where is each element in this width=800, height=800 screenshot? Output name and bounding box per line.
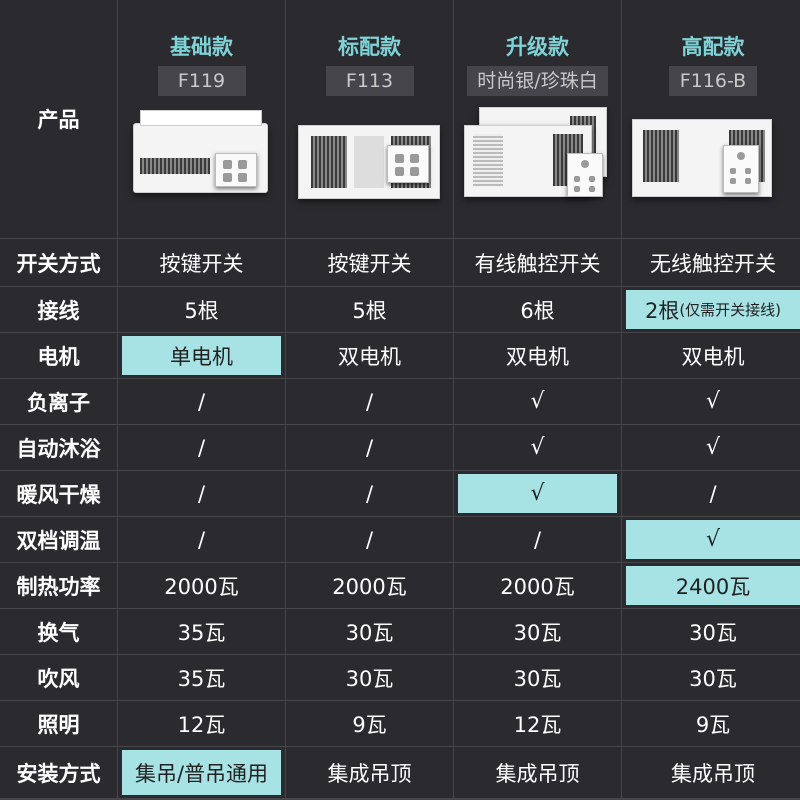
cell-heat-power-highlight: 2400瓦	[622, 563, 800, 608]
wiring-value: 2根	[644, 298, 680, 323]
cell-blow: 35瓦	[118, 655, 285, 700]
cell-ventilation: 35瓦	[118, 609, 285, 654]
cell-ventilation: 30瓦	[286, 609, 453, 654]
row-label-warm-dry: 暖风干燥	[0, 471, 117, 516]
cell-blow: 30瓦	[286, 655, 453, 700]
row-label-anion: 负离子	[0, 379, 117, 424]
highlight-bg	[122, 336, 281, 375]
model-name: 标配款	[338, 35, 401, 59]
row-label-dual-temp: 双档调温	[0, 517, 117, 562]
cell-lighting: 12瓦	[454, 701, 621, 746]
cell-install: 集成吊顶	[622, 747, 800, 798]
cell-warm-dry-highlight: √	[454, 471, 621, 516]
model-name: 高配款	[681, 35, 745, 59]
cell-motor: 双电机	[454, 333, 621, 378]
model-column-2: 标配款 F113	[286, 0, 453, 238]
cell-anion: /	[286, 379, 453, 424]
install-value: 集吊/普吊通用	[134, 761, 269, 786]
cell-install-highlight: 集吊/普吊通用	[118, 747, 285, 798]
row-label-switch: 开关方式	[0, 239, 117, 286]
cell-warm-dry: /	[118, 471, 285, 516]
cell-anion: /	[118, 379, 285, 424]
product-image-f113	[286, 105, 453, 215]
cell-auto-bath: √	[622, 425, 800, 470]
motor-value: 单电机	[170, 344, 233, 369]
model-code: F119	[157, 66, 246, 96]
cell-motor: 双电机	[286, 333, 453, 378]
cell-auto-bath: /	[118, 425, 285, 470]
row-label-heat-power: 制热功率	[0, 563, 117, 608]
cell-dual-temp: /	[454, 517, 621, 562]
product-image-f119	[118, 105, 285, 215]
cell-lighting: 9瓦	[622, 701, 800, 746]
row-label-product: 产品	[0, 0, 117, 238]
model-column-4: 高配款 F116-B	[622, 0, 800, 238]
warm-dry-value: √	[530, 481, 545, 506]
row-label-motor: 电机	[0, 333, 117, 378]
cell-anion: √	[454, 379, 621, 424]
cell-heat-power: 2000瓦	[286, 563, 453, 608]
row-label-wiring: 接线	[0, 287, 117, 332]
model-column-3: 升级款 时尚银/珍珠白	[454, 0, 621, 238]
dual-temp-value: √	[705, 527, 721, 552]
cell-blow: 30瓦	[622, 655, 800, 700]
cell-switch: 无线触控开关	[622, 239, 800, 286]
cell-install: 集成吊顶	[286, 747, 453, 798]
cell-ventilation: 30瓦	[622, 609, 800, 654]
wiring-note: (仅需开关接线)	[679, 301, 782, 319]
cell-dual-temp: /	[118, 517, 285, 562]
row-label-ventilation: 换气	[0, 609, 117, 654]
cell-switch: 按键开关	[286, 239, 453, 286]
cell-warm-dry: /	[622, 471, 800, 516]
cell-warm-dry: /	[286, 471, 453, 516]
cell-wiring: 5根	[286, 287, 453, 332]
model-code: F113	[325, 66, 414, 96]
highlight-bg	[626, 566, 800, 605]
model-name: 升级款	[506, 35, 569, 59]
cell-lighting: 9瓦	[286, 701, 453, 746]
cell-motor: 双电机	[622, 333, 800, 378]
cell-heat-power: 2000瓦	[454, 563, 621, 608]
model-name: 基础款	[170, 35, 233, 59]
highlight-bg	[122, 750, 281, 795]
highlight-bg	[458, 474, 617, 513]
cell-install: 集成吊顶	[454, 747, 621, 798]
cell-wiring: 5根	[118, 287, 285, 332]
heat-power-value: 2400瓦	[675, 574, 751, 599]
cell-lighting: 12瓦	[118, 701, 285, 746]
product-image-f116b	[622, 105, 800, 215]
highlight-bg	[626, 290, 800, 329]
row-label-install: 安装方式	[0, 747, 117, 798]
cell-dual-temp-highlight: √	[622, 517, 800, 562]
highlight-bg	[626, 520, 800, 559]
product-image-upgrade	[454, 105, 621, 215]
cell-motor-highlight: 单电机	[118, 333, 285, 378]
cell-wiring: 6根	[454, 287, 621, 332]
cell-anion: √	[622, 379, 800, 424]
row-label-auto-bath: 自动沐浴	[0, 425, 117, 470]
model-code: 时尚银/珍珠白	[467, 66, 608, 96]
cell-auto-bath: /	[286, 425, 453, 470]
model-column-1: 基础款 F119	[118, 0, 285, 238]
cell-auto-bath: √	[454, 425, 621, 470]
cell-switch: 有线触控开关	[454, 239, 621, 286]
cell-ventilation: 30瓦	[454, 609, 621, 654]
row-label-lighting: 照明	[0, 701, 117, 746]
cell-blow: 30瓦	[454, 655, 621, 700]
model-code: F116-B	[669, 66, 757, 96]
cell-dual-temp: /	[286, 517, 453, 562]
row-label-blow: 吹风	[0, 655, 117, 700]
cell-switch: 按键开关	[118, 239, 285, 286]
cell-wiring-highlight: 2根(仅需开关接线)	[622, 287, 800, 332]
cell-heat-power: 2000瓦	[118, 563, 285, 608]
